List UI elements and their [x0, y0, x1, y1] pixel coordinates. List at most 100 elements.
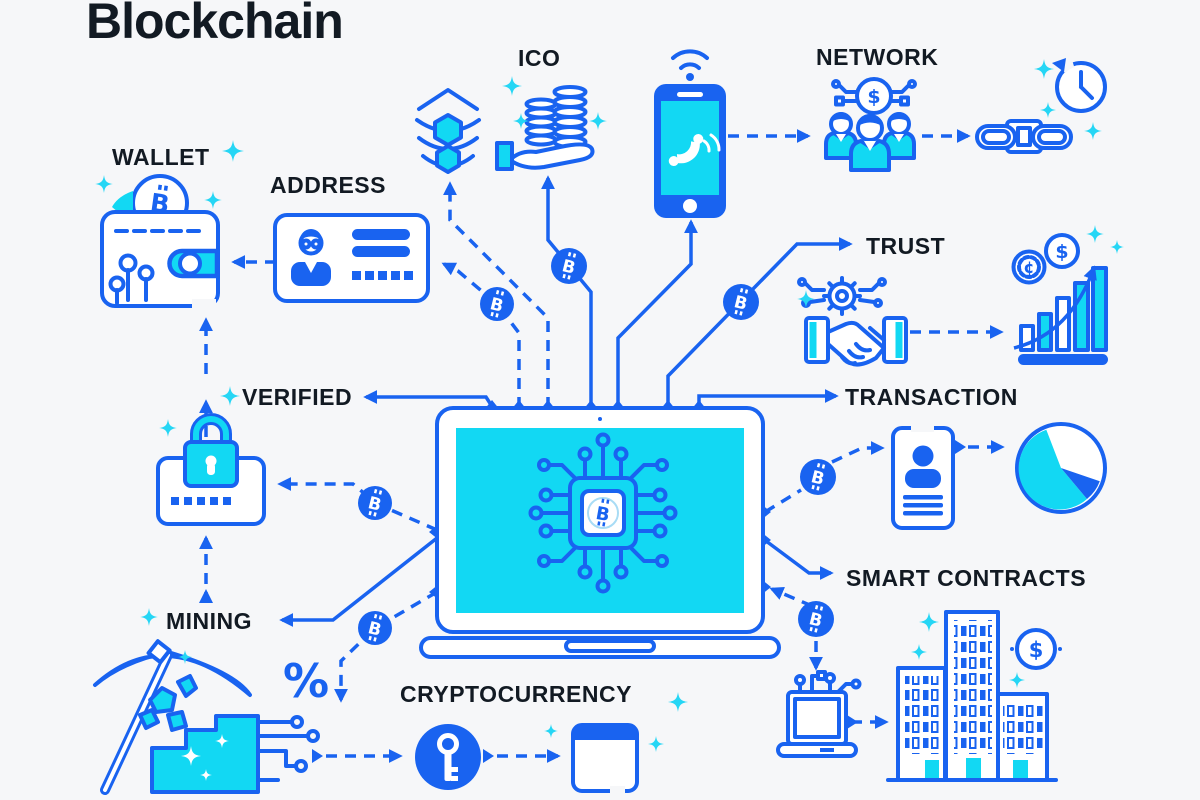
arrowhead: [483, 749, 494, 763]
id-document-icon: [891, 423, 955, 530]
sparkle-icon: [502, 76, 522, 96]
bitcoin-symbol: B: [594, 503, 611, 526]
label-verified: VERIFIED: [242, 384, 352, 410]
svg-text:B: B: [809, 467, 826, 490]
sparkle-icon: [220, 386, 240, 406]
percent-symbol: %: [283, 654, 329, 708]
connector-laptop-to-ore: [334, 590, 438, 703]
connector-laptop-to-transaction-badge: [764, 488, 802, 514]
sparkle-icon: [1110, 240, 1124, 254]
arrowhead: [199, 589, 213, 603]
bitcoin-badges: B B B B B B: [358, 248, 836, 645]
clock-history-icon: [1052, 58, 1107, 113]
person-front: [849, 114, 891, 172]
dollar-symbol: $: [867, 86, 880, 108]
connector-laptop-to-smart-contracts: [760, 536, 834, 580]
label-mining: MINING: [166, 608, 252, 634]
arrowhead: [955, 440, 966, 454]
label-cryptocurrency: CRYPTOCURRENCY: [400, 681, 632, 707]
sparkle-icon: [544, 724, 558, 738]
label-ico: ICO: [518, 45, 560, 71]
sparkle-icon: [95, 175, 113, 193]
label-address: ADDRESS: [270, 172, 386, 198]
ore-block-icon: [138, 674, 320, 794]
bitcoin-badge-icon: B: [480, 287, 514, 321]
connector-badge-to-laptop-right: [769, 586, 813, 608]
sparkle-icon: [159, 419, 177, 437]
gear-circuit-icon: [822, 276, 862, 316]
label-smart-contracts: SMART CONTRACTS: [846, 565, 1086, 591]
cent-coin-icon: ¢: [1011, 249, 1047, 285]
label-wallet: WALLET: [112, 144, 210, 170]
sparkle-icon: [1040, 102, 1056, 118]
smartphone-icon: [654, 49, 726, 218]
chain-link-icon: [975, 119, 1073, 154]
laptop-connector-bumps: [429, 400, 771, 600]
connector-laptop-to-phone: [616, 219, 698, 408]
svg-text:B: B: [807, 609, 824, 632]
connector-laptop-to-mining: [279, 536, 439, 627]
id-card-icon: [273, 213, 430, 303]
sparkle-icon: [797, 290, 815, 308]
sparkle-icon: [222, 140, 244, 162]
padlock-icon: [156, 413, 266, 526]
connector-laptop-to-hexagons: [443, 181, 550, 408]
sparkle-icon: [668, 692, 688, 712]
buildings-icon: $: [886, 610, 1062, 782]
wifi-icon: [671, 49, 709, 81]
sparkle-icon: [140, 608, 158, 626]
bitcoin-badge-icon: B: [800, 459, 836, 495]
arrowhead: [847, 715, 858, 729]
bitcoin-badge-icon: B: [798, 601, 834, 637]
bitcoin-badge-icon: B: [358, 611, 392, 645]
connector-laptop-to-ico: [541, 175, 593, 408]
sparkle-icon: [1086, 225, 1104, 243]
svg-text:B: B: [560, 256, 577, 279]
growth-chart-icon: ¢ $: [1011, 233, 1108, 365]
hand-coins-icon: [495, 85, 595, 171]
bitcoin-badge-icon: B: [551, 248, 587, 284]
svg-text:B: B: [366, 493, 383, 516]
svg-text:B: B: [366, 618, 383, 641]
label-trust: TRUST: [866, 233, 945, 259]
dollar-coin-icon: $: [1010, 628, 1062, 670]
people-group-icon: $: [824, 77, 917, 172]
connector-badge-to-document: [831, 441, 885, 464]
sparkle-icon: [919, 612, 939, 632]
bitcoin-badge-icon: B: [358, 486, 392, 520]
wallet-icon: B: [100, 174, 220, 311]
ledger-icon: [571, 723, 639, 794]
pie-chart-icon: [1015, 422, 1107, 514]
sparkle-icon: [204, 191, 222, 209]
bitcoin-badge-icon: B: [723, 284, 759, 320]
dollar-symbol: $: [1055, 241, 1068, 263]
phone-call-icon: [668, 133, 704, 167]
arrowhead: [312, 749, 323, 763]
sparkle-icon: [1034, 59, 1054, 79]
bitcoin-chip-icon: B: [528, 432, 678, 594]
sparkle-icon: [1084, 122, 1102, 140]
label-transaction: TRANSACTION: [845, 384, 1018, 410]
sparkle-icon: [911, 644, 927, 660]
sparkle-icon: [1009, 672, 1025, 688]
laptop-icon: B: [419, 400, 781, 659]
small-laptop-icon: [776, 670, 862, 758]
hexagon-stack-icon: [415, 88, 481, 174]
person-back-left: [824, 112, 858, 160]
connector-laptop-to-address: [441, 262, 521, 408]
pickaxe-icon: [93, 639, 252, 795]
cent-symbol: ¢: [1023, 258, 1034, 277]
sparkle-icon: [648, 736, 664, 752]
svg-text:B: B: [488, 294, 505, 317]
dollar-coin-icon: $: [1044, 233, 1080, 269]
dollar-symbol: $: [1029, 638, 1044, 662]
handshake-icon: [797, 276, 908, 367]
dollar-coin-icon: $: [831, 77, 917, 115]
sparkle-icon: [589, 112, 607, 130]
key-icon: [415, 724, 481, 790]
person-back-right: [882, 112, 916, 160]
page-title: Blockchain: [86, 0, 343, 49]
svg-text:B: B: [732, 292, 749, 315]
